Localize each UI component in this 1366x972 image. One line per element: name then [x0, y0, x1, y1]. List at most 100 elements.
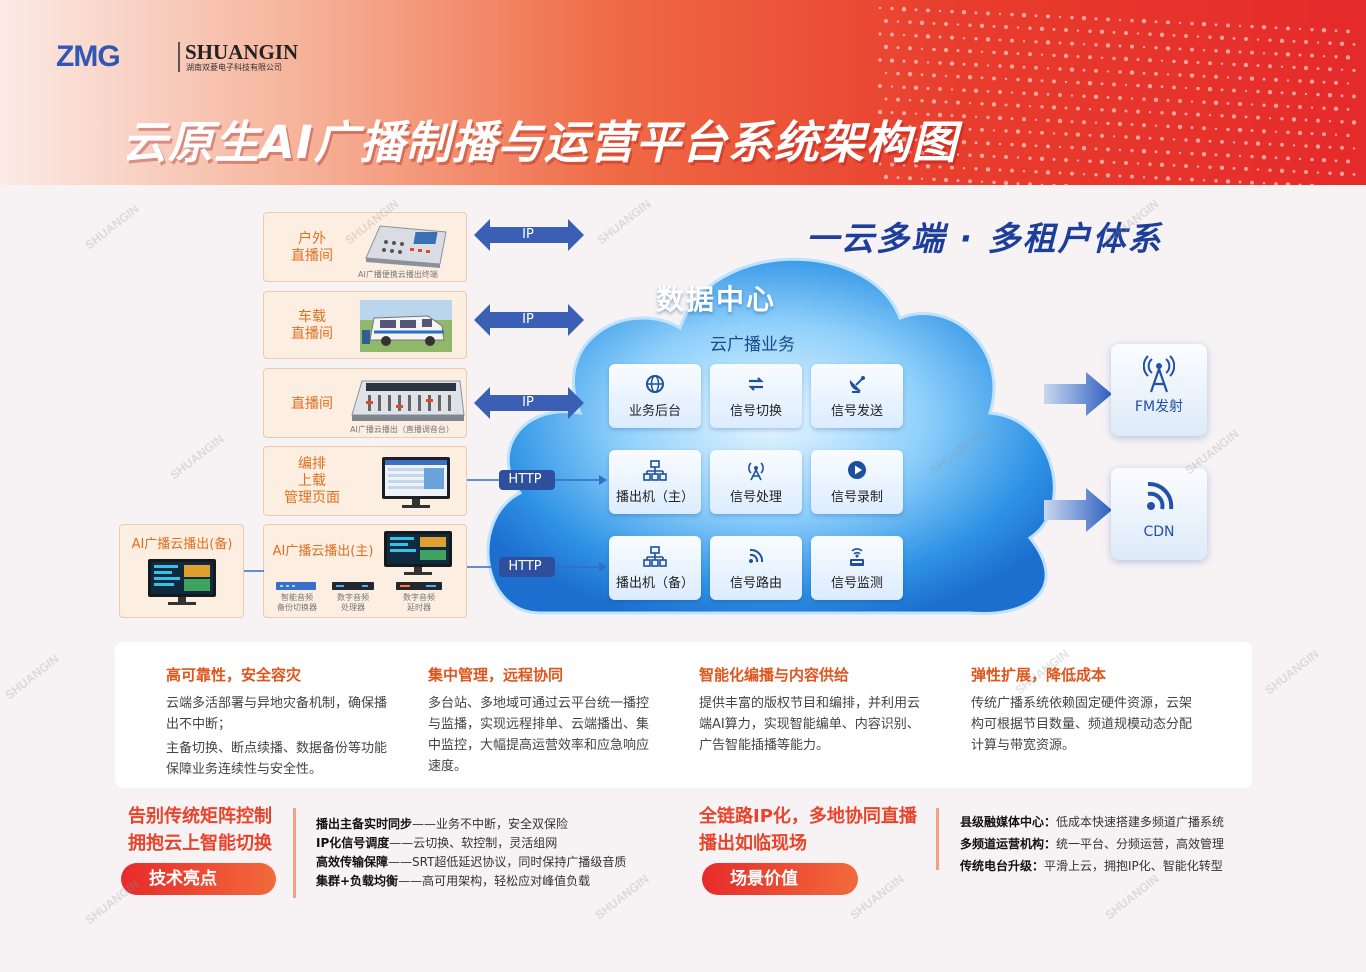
- watermark: SHUANGIN: [82, 201, 142, 253]
- dot: [1166, 124, 1170, 129]
- dot: [1124, 135, 1128, 139]
- dot: [1172, 59, 1176, 64]
- dot: [1154, 150, 1158, 154]
- dot: [1351, 120, 1357, 125]
- scene-item-text: 平滑上云，拥抱IP化、智能化转型: [1044, 859, 1223, 873]
- tech-headline-2: 拥抱云上智能切换: [128, 833, 272, 854]
- dot: [932, 47, 936, 52]
- dot: [931, 99, 937, 104]
- dot: [1256, 168, 1260, 171]
- source-label-schedule: 编排 上载 管理页面: [284, 456, 340, 506]
- dot: [1016, 103, 1020, 108]
- dot: [1148, 136, 1152, 140]
- dot: [932, 126, 936, 129]
- tech-item-text: ——业务不中断，安全双保险: [412, 817, 569, 831]
- dot: [1070, 15, 1074, 20]
- tech-item-1: 播出主备实时同步——业务不中断，安全双保险: [316, 815, 568, 832]
- dot: [1178, 151, 1182, 155]
- dot: [992, 24, 996, 28]
- dot: [968, 49, 972, 54]
- dot: [1136, 109, 1140, 114]
- scene-headline-2: 播出如临现场: [699, 833, 807, 854]
- dot: [1052, 79, 1056, 84]
- dot: [998, 90, 1002, 94]
- dot: [1352, 94, 1356, 99]
- dot: [1058, 145, 1062, 149]
- fm-output-box: FM发射: [1111, 344, 1207, 436]
- dot: [1214, 23, 1218, 27]
- dot: [961, 10, 967, 15]
- dot: [1310, 53, 1314, 58]
- dot: [1190, 100, 1194, 103]
- dot: [1273, 103, 1279, 109]
- dot: [1045, 170, 1051, 175]
- dot: [1345, 55, 1351, 60]
- dot: [908, 150, 912, 154]
- ip-link-label-3: IP: [522, 395, 534, 410]
- dot: [1274, 130, 1278, 133]
- dot: [985, 37, 991, 42]
- dot: [1142, 176, 1146, 179]
- dot: [1178, 99, 1182, 103]
- source-label-studio: 直播间: [291, 396, 333, 412]
- network-tree-icon: [643, 460, 667, 481]
- scene-item-2: 多频道运营机构：统一平台、分频运营，高效管理: [960, 835, 1224, 852]
- feature-line: 端AI算力，实现智能编单、内容识别、: [699, 717, 920, 732]
- dot: [884, 97, 888, 101]
- dot: [1214, 49, 1218, 53]
- cdn-output-label: CDN: [1143, 524, 1175, 540]
- dot: [1250, 180, 1254, 185]
- tech-item-text: ——云切换、软控制，灵活组网: [389, 836, 558, 850]
- dot: [1160, 59, 1164, 62]
- dot: [1058, 171, 1062, 175]
- caption-backup-switch: 智能音频 备份切换器: [277, 593, 317, 612]
- dot: [1088, 108, 1092, 111]
- dot: [938, 165, 942, 169]
- dot: [1153, 97, 1159, 103]
- dot: [1123, 56, 1129, 62]
- dot: [1082, 120, 1086, 125]
- dot: [1238, 76, 1242, 80]
- feature-line: 多台站、多地域可通过云平台统一播控: [428, 696, 650, 711]
- dot: [1142, 71, 1146, 75]
- dot: [1220, 139, 1224, 144]
- dot: [1279, 168, 1285, 173]
- tech-highlights-pill: 技术亮点: [121, 863, 276, 895]
- dot: [1280, 142, 1284, 147]
- feature-line: 计算与带宽资源。: [971, 738, 1076, 753]
- dot: [1310, 183, 1314, 185]
- tech-item-4: 集群+负载均衡——高可用架构，轻松应对峰值负载: [316, 872, 590, 889]
- dot: [1159, 32, 1165, 37]
- dot: [1088, 55, 1092, 60]
- dot: [1195, 138, 1201, 143]
- dot: [1118, 148, 1122, 152]
- dot: [1010, 12, 1014, 17]
- dot: [1268, 64, 1272, 69]
- dot: [1274, 52, 1278, 56]
- dot: [890, 136, 894, 141]
- dot: [1105, 173, 1111, 178]
- dot: [1244, 89, 1248, 93]
- radio-tower-icon: [1143, 355, 1175, 393]
- dot: [1262, 103, 1266, 107]
- dot: [1202, 100, 1206, 104]
- dot: [1166, 20, 1170, 25]
- dot: [1058, 15, 1062, 19]
- rss-icon: [1147, 481, 1174, 510]
- feature-line: 出不中断；: [166, 717, 232, 732]
- dot: [1154, 20, 1158, 24]
- dot: [1340, 94, 1344, 98]
- dot: [1280, 117, 1284, 121]
- dot: [1256, 64, 1260, 68]
- dot: [1159, 162, 1165, 167]
- dot: [1352, 68, 1356, 73]
- dot: [908, 176, 912, 181]
- header-banner: ZMG SHUANGIN 湖南双菱电子科技有限公司 云原生AI广播制播与运营平台…: [0, 0, 1366, 185]
- dot: [1034, 14, 1038, 18]
- service-signal-monitor: 信号监测: [811, 536, 903, 600]
- feature-line: 速度。: [428, 759, 468, 774]
- dot: [1201, 22, 1207, 27]
- dot: [1346, 159, 1350, 164]
- dot: [1130, 44, 1134, 49]
- dot: [914, 138, 918, 142]
